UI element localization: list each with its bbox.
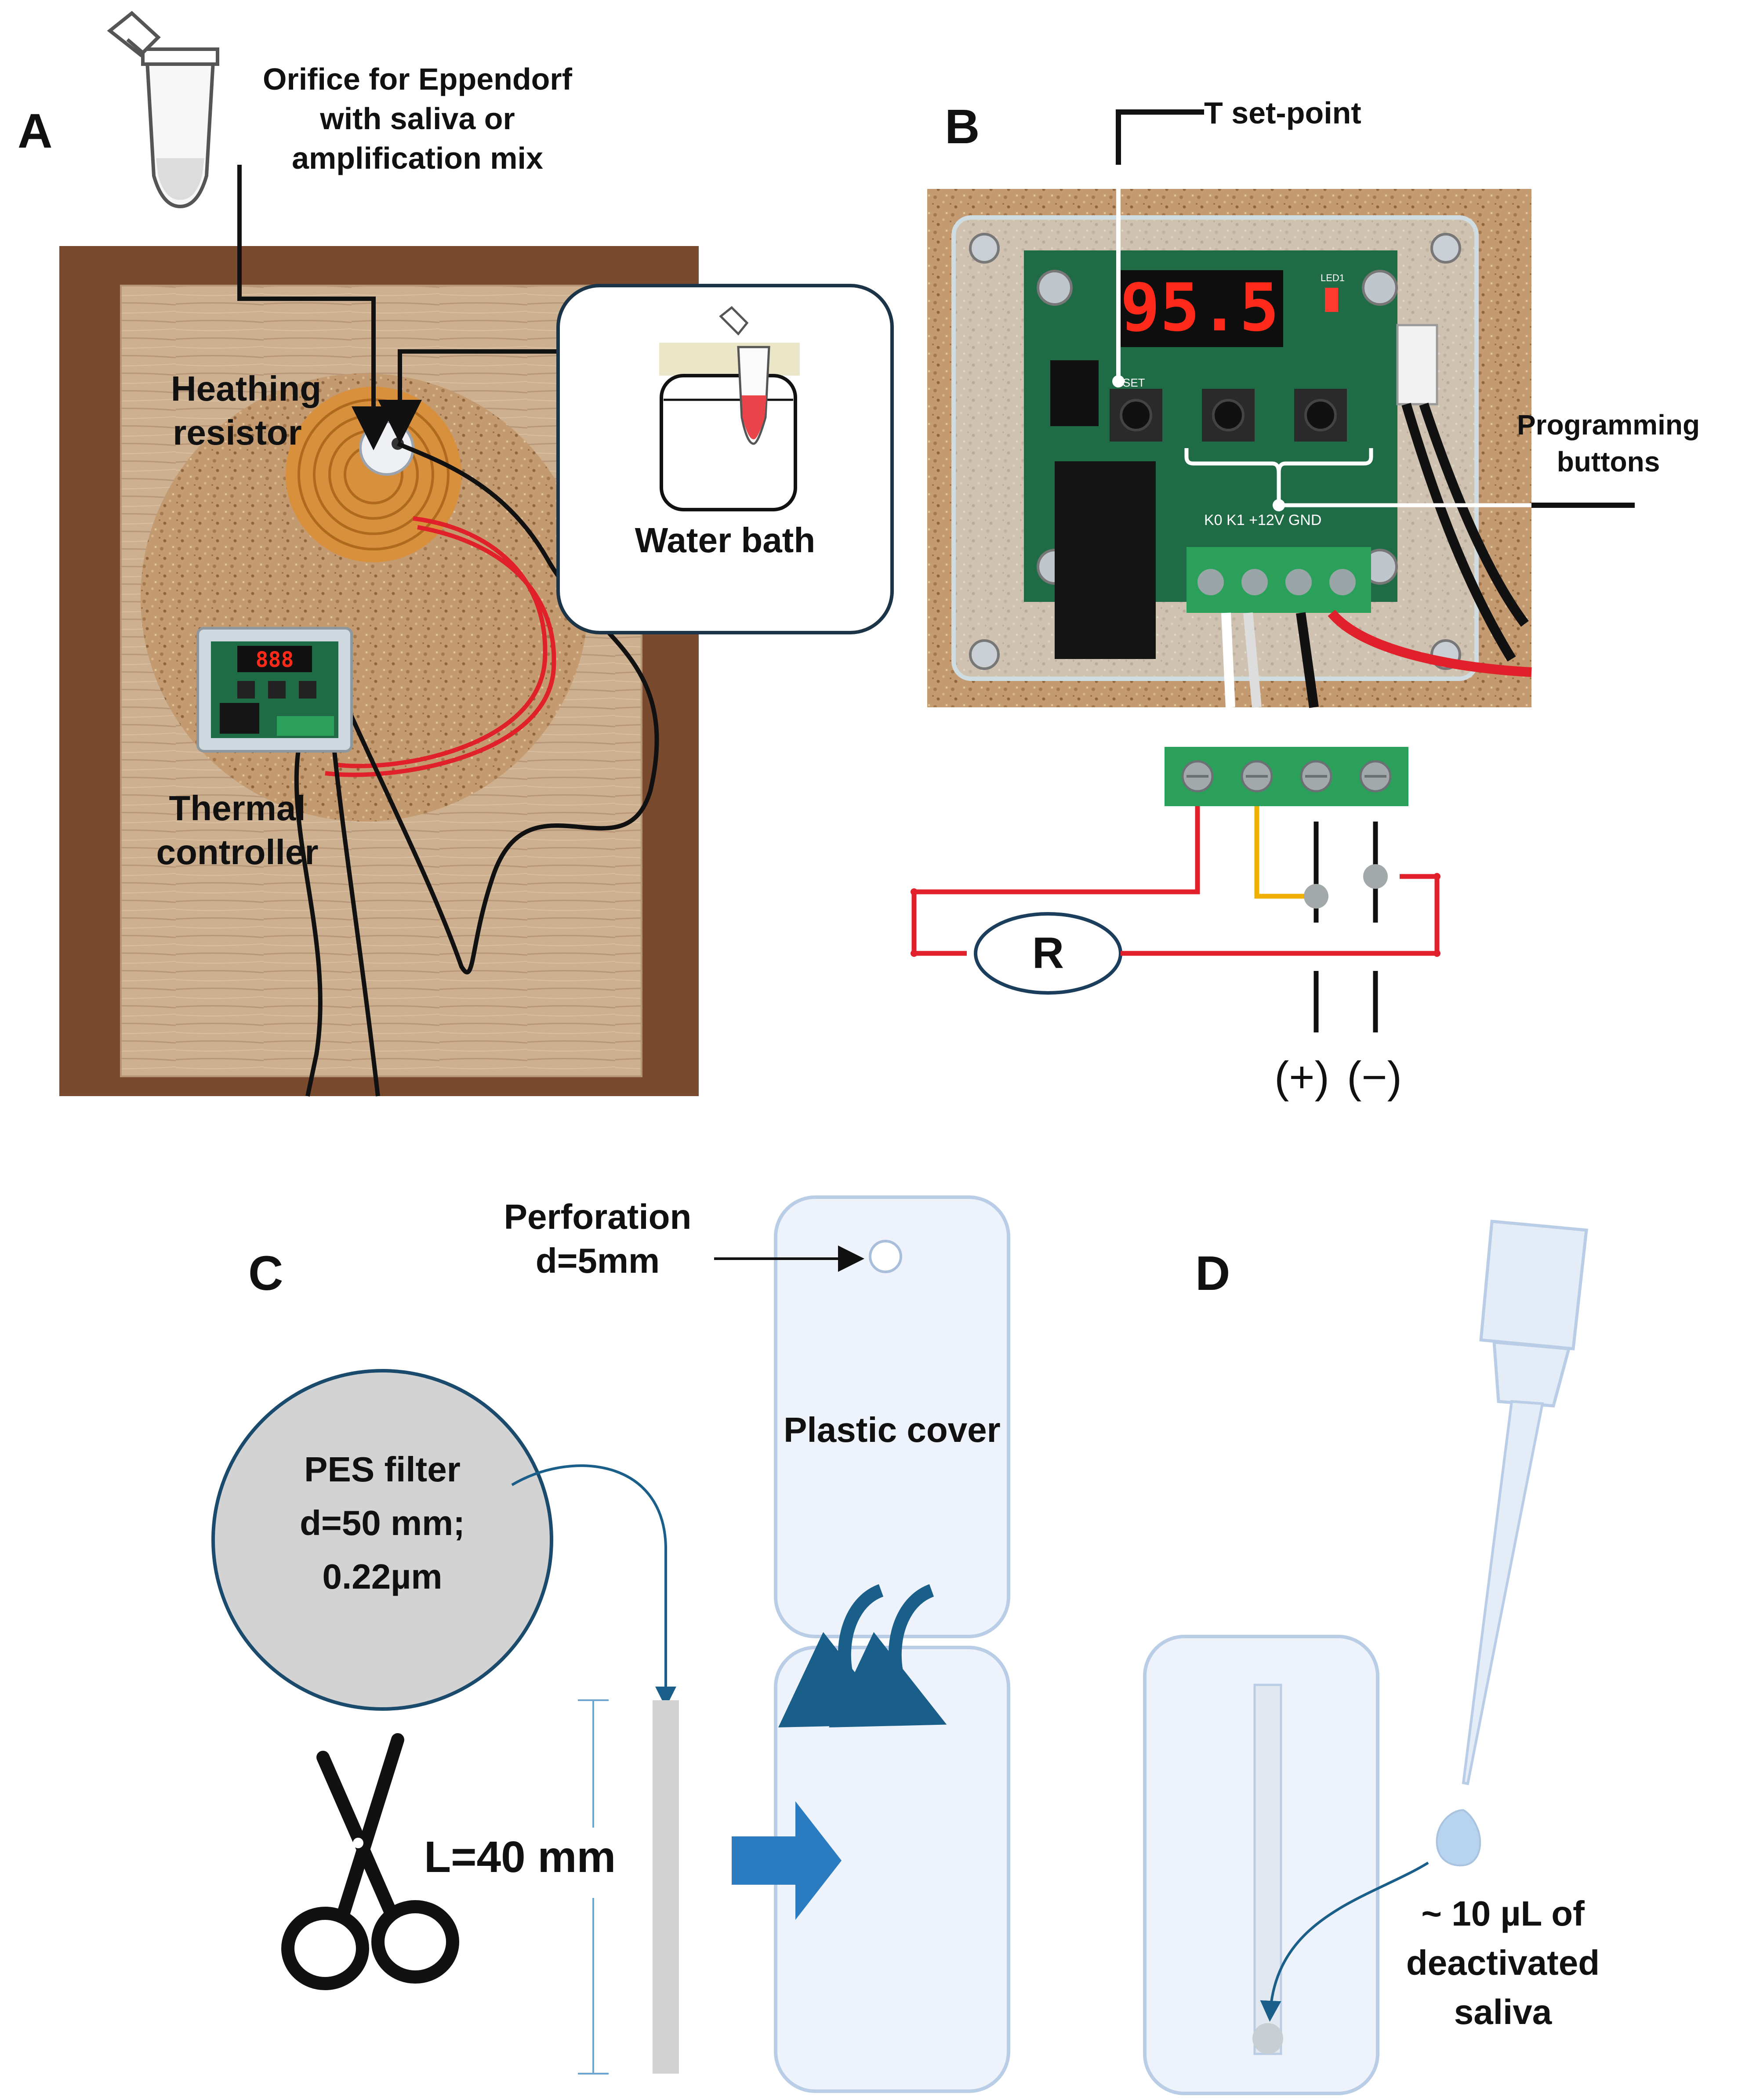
pes-filter-label: PES filter d=50 mm; 0.22µm (272, 1448, 492, 1599)
set-button[interactable] (1110, 389, 1162, 442)
set-label: SET (1123, 376, 1145, 389)
programming-button-up[interactable] (1202, 389, 1255, 442)
panel-b: 95.5 LED1 SET K0 K1 +12V GND (911, 109, 1635, 1032)
filter-strip (653, 1700, 679, 2074)
led-label: LED1 (1321, 272, 1345, 283)
terminal-labels: K0 K1 +12V GND (1204, 512, 1321, 529)
panel-label-a: A (18, 104, 53, 158)
plastic-cover-label: Plastic cover (784, 1410, 1001, 1449)
setpoint-pointer (1116, 109, 1204, 165)
heating-resistor-label: Heathing resistor (136, 367, 356, 455)
saliva-drop (1436, 1809, 1481, 1867)
water-bath-container (660, 374, 797, 511)
strip-length-label: L=40 mm (424, 1832, 616, 1882)
saliva-label-line: ~ 10 µL of (1421, 1894, 1585, 1933)
black-cable (332, 442, 659, 974)
saliva-label: ~ 10 µL of deactivated saliva (1380, 1889, 1626, 2037)
buttons-label-line: Programming (1517, 409, 1700, 441)
ic-chip (1050, 360, 1099, 426)
sensor-connector (1396, 324, 1438, 406)
eppendorf-tube-icon (107, 11, 219, 209)
filter-label-line: d=50 mm; (300, 1503, 465, 1542)
test-strip-slot (1253, 1684, 1282, 2055)
tube-in-bath-icon (719, 306, 770, 445)
panel-label-c: C (248, 1246, 283, 1300)
filter-to-strip-arrow (511, 1464, 676, 1708)
buttons-label-line: buttons (1557, 446, 1660, 478)
perforation-label-line: d=5mm (535, 1241, 660, 1280)
panel-c (211, 1195, 1010, 2093)
screw-icon (969, 639, 1000, 670)
saliva-label-line: saliva (1454, 1992, 1552, 2031)
orifice-label-line: Orifice for Eppendorf (263, 62, 572, 96)
orifice-label-line: with saliva or (320, 101, 515, 136)
filter-label-line: 0.22µm (322, 1557, 443, 1596)
screw-icon (1430, 233, 1461, 264)
seven-segment-display (1116, 270, 1283, 347)
heating-label-line: Heathing (171, 369, 322, 408)
panel-label-b: B (945, 100, 980, 154)
panel-a: 888 (59, 11, 894, 1097)
perforation-hole (869, 1240, 902, 1273)
water-bath-label: Water bath (635, 521, 816, 560)
led-indicator (1325, 288, 1338, 312)
perforation-label: Perforation d=5mm (475, 1195, 721, 1283)
pes-filter-disk (211, 1369, 553, 1711)
display-value: 95.5 (1120, 270, 1279, 346)
fold-arrow-icon (828, 1584, 947, 1727)
panel-label-d: D (1195, 1246, 1230, 1300)
orifice-label-line: amplification mix (292, 141, 543, 175)
water-bath-pointer (378, 349, 620, 444)
resistor-label: R (1032, 928, 1064, 978)
panel-d (1143, 1220, 1588, 2095)
screw-icon (969, 233, 1000, 264)
setpoint-label: T set-point (1204, 96, 1361, 130)
thermal-controller-label: Thermal controller (145, 786, 365, 874)
saliva-label-line: deactivated (1406, 1943, 1600, 1982)
sample-spot (1252, 2023, 1283, 2054)
controller-display: 888 (256, 648, 294, 672)
block-arrow-icon (732, 1801, 842, 1920)
scissors-icon (281, 1733, 459, 1990)
heating-label-line: resistor (173, 413, 302, 452)
thermal-controller-photo: 888 (196, 627, 353, 753)
drop-to-spot-arrow (1260, 1861, 1429, 2022)
wiring-schematic: R (911, 747, 1440, 1032)
pipette-icon (1462, 1220, 1588, 1785)
thermal-label-line: Thermal (169, 789, 306, 828)
orifice-label: Orifice for Eppendorf with saliva or amp… (229, 59, 606, 178)
filter-label-line: PES filter (304, 1450, 461, 1489)
programming-buttons-label: Programming buttons (1485, 406, 1731, 480)
plus-terminal-label: (+) (1274, 1053, 1329, 1102)
red-cables (334, 516, 548, 768)
relay (1055, 461, 1156, 659)
minus-terminal-label: (−) (1347, 1053, 1402, 1102)
programming-button-down[interactable] (1294, 389, 1347, 442)
perforation-label-line: Perforation (504, 1197, 692, 1236)
orifice-pointer (237, 165, 395, 450)
thermal-label-line: controller (156, 833, 319, 872)
